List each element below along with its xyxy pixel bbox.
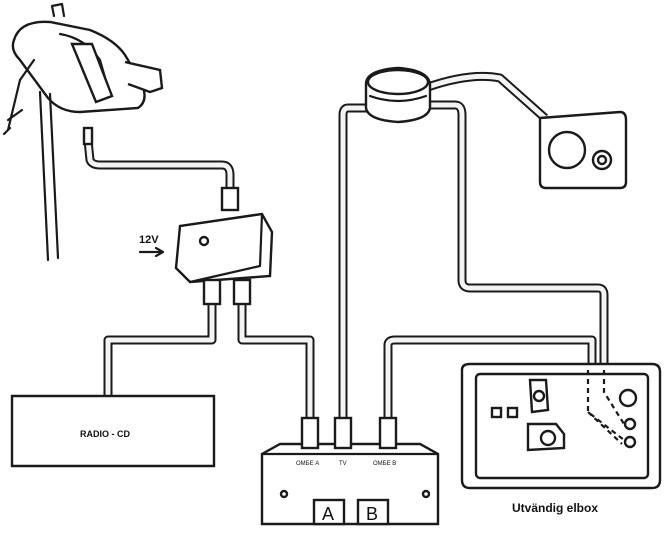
port-mid-connector	[333, 416, 353, 450]
power-arrow-icon	[138, 246, 165, 258]
antenna-housing	[11, 20, 146, 114]
port-mid-label: TV	[339, 461, 347, 467]
port-right-label: ОМБЕ В	[373, 461, 396, 467]
outlet-socket-icon	[547, 130, 587, 170]
cable-amplifier-switchbox	[237, 300, 315, 420]
power-label: 12V	[139, 234, 159, 246]
antenna-mount	[124, 60, 164, 94]
radio-unit: RADIO - CD	[10, 394, 216, 468]
elbox-inner	[474, 372, 650, 480]
elbox-socket-3	[623, 435, 637, 449]
cable-antenna-amplifier	[83, 139, 235, 200]
antenna-tip	[50, 2, 66, 18]
amplifier-out-connector-2	[232, 278, 252, 306]
elbox-indicator-2	[506, 406, 519, 419]
elbox	[460, 362, 662, 490]
amplifier-input-connector	[220, 186, 240, 212]
port-right-connector	[378, 416, 398, 450]
radio-label: RADIO - CD	[80, 429, 130, 439]
cable-amplifier-radio	[103, 300, 217, 400]
antenna-mast	[38, 90, 60, 262]
elbox-socket-2	[623, 417, 637, 431]
radio-body	[10, 394, 216, 468]
switch-box-screw-left	[279, 489, 289, 499]
amplifier-led	[198, 235, 210, 247]
elbox-internal-wire-2	[602, 370, 625, 425]
elbox-indicator-1	[490, 406, 503, 419]
antenna	[2, 2, 164, 262]
switch-b-button	[356, 498, 390, 526]
wall-outlet	[538, 110, 628, 190]
switch-box-screw-right	[421, 489, 431, 499]
elbox-label: Utvändig elbox	[512, 501, 598, 515]
cable-tv-switchbox	[338, 103, 370, 420]
elbox-internal-wire-1	[586, 370, 625, 441]
switch-box-body	[260, 442, 440, 526]
port-left-connector	[300, 416, 320, 450]
antenna-fin	[70, 42, 114, 104]
tv	[364, 66, 432, 124]
switch-a-label: A	[322, 504, 334, 524]
amplifier-out-connector-1	[202, 278, 222, 306]
amplifier: 12V	[138, 186, 274, 306]
elbox-socket-1	[618, 388, 638, 408]
antenna-connector	[82, 126, 94, 146]
switch-a-button	[312, 498, 346, 526]
switch-box: ОМБЕ А TV ОМБЕ В A B	[260, 416, 440, 526]
cables	[83, 71, 609, 420]
port-left-label: ОМБЕ А	[296, 461, 319, 467]
tv-top	[366, 68, 430, 96]
switch-b-label: B	[366, 504, 378, 524]
